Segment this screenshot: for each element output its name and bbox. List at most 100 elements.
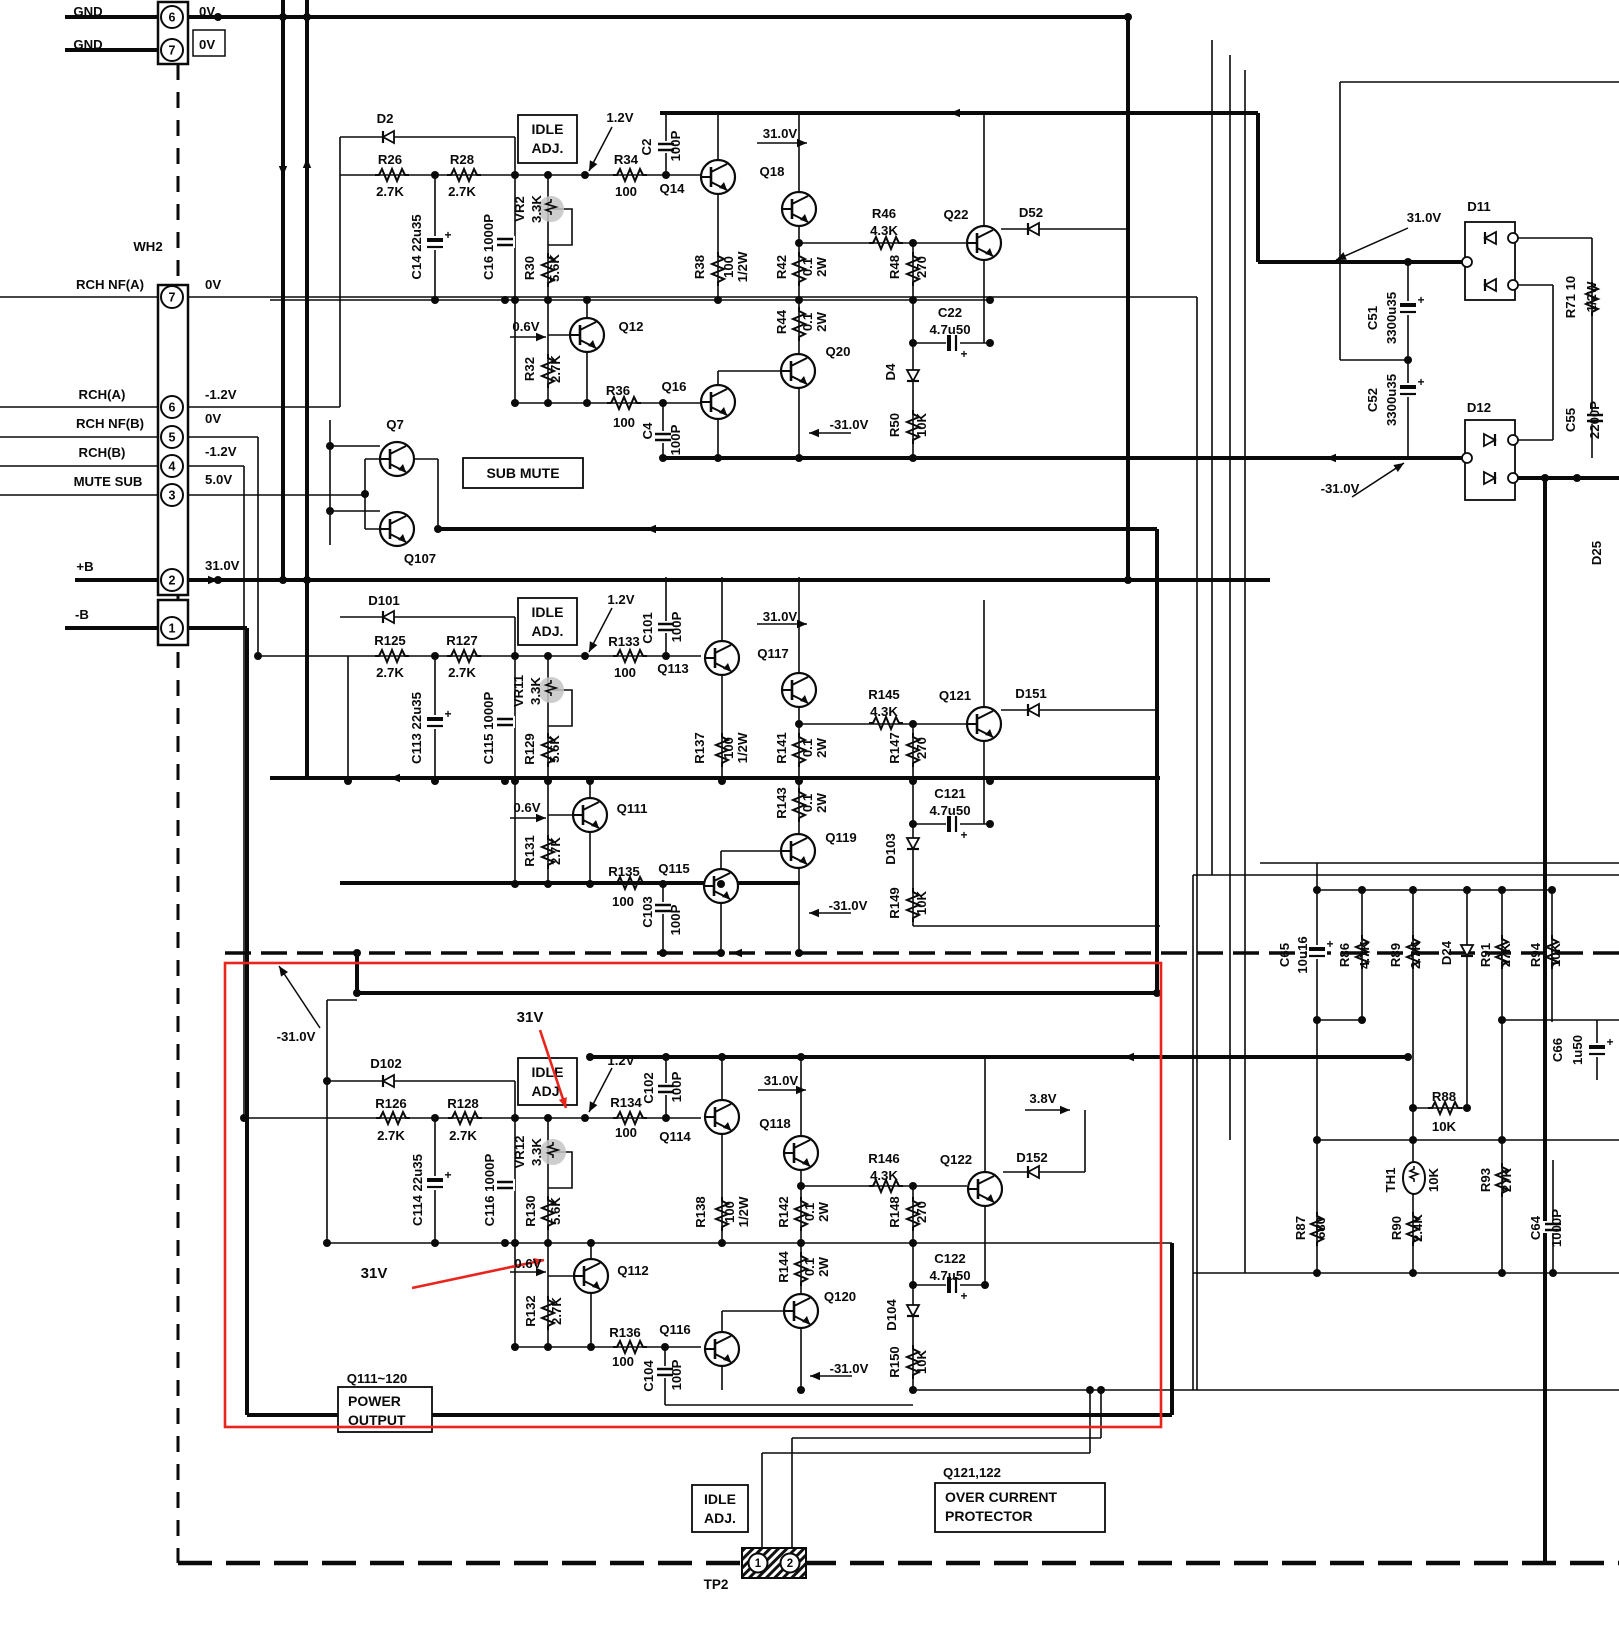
- label-q111-120: Q111~120: [347, 1371, 408, 1386]
- resistor-symbol: [376, 1109, 410, 1127]
- junction-dot: [581, 171, 589, 179]
- junction-dot: [326, 507, 334, 515]
- label-3300u35: 3300u35: [1384, 292, 1399, 344]
- label-31-0v: 31.0V: [764, 1073, 799, 1088]
- label-4-7u50: 4.7u50: [929, 1268, 970, 1283]
- junction-dot: [718, 777, 726, 785]
- pin-number: 7: [169, 291, 176, 305]
- voltage-arrow: [278, 158, 288, 176]
- junction-dot: [214, 13, 222, 21]
- junction-dot: [1409, 886, 1417, 894]
- red-annotation-arrow: [411, 1257, 545, 1290]
- junction-dot: [795, 720, 803, 728]
- label-2w: 2W: [814, 738, 829, 758]
- label-r137: R137: [692, 732, 707, 764]
- label-1-2v: 1.2V: [606, 110, 633, 125]
- label-0-6v: 0.6V: [514, 1256, 541, 1271]
- diode-icon: [1026, 702, 1040, 718]
- label-q112: Q112: [617, 1263, 649, 1278]
- label-270: 270: [914, 256, 929, 278]
- polar-capacitor-icon: +: [946, 1275, 968, 1303]
- label-c65: C65: [1277, 943, 1292, 967]
- label-c51: C51: [1365, 306, 1380, 330]
- resistor-symbol: [448, 1109, 482, 1127]
- junction-dot: [714, 454, 722, 462]
- junction-dot: [501, 296, 509, 304]
- label-r86: R86: [1337, 943, 1352, 967]
- junction-dot: [662, 652, 670, 660]
- capacitor-icon: [655, 1366, 675, 1378]
- idle-adj-box-2-text: ADJ.: [532, 623, 564, 639]
- junction-dot: [544, 1114, 552, 1122]
- pin-signal-label: -B: [75, 607, 89, 622]
- diode-icon: [381, 609, 395, 625]
- junction-dot: [662, 1114, 670, 1122]
- junction-dot: [1086, 1386, 1094, 1394]
- component-symbols: ++++++++++: [375, 129, 1614, 1379]
- label-r88: R88: [1432, 1089, 1456, 1104]
- label-c55: C55: [1563, 408, 1578, 432]
- junction-dot: [544, 652, 552, 660]
- transistor-symbol: [378, 440, 416, 478]
- resistor-symbol: [539, 253, 557, 287]
- junction-dot: [795, 454, 803, 462]
- resistor-symbol: [904, 733, 922, 767]
- label-31-0v: -31.0V: [277, 1029, 316, 1044]
- pin-number: 6: [169, 401, 176, 415]
- polar-capacitor-icon: +: [1398, 375, 1425, 397]
- pin-signal-label: MUTE SUB: [74, 474, 143, 489]
- label-r126: R126: [375, 1096, 407, 1111]
- label-5-6k: 5.6K: [547, 254, 562, 282]
- junction-dot: [909, 820, 917, 828]
- label-q12: Q12: [619, 319, 644, 334]
- junction-dot: [1124, 576, 1132, 584]
- voltage-arrow: [588, 126, 613, 172]
- transistor-symbol: [699, 158, 737, 196]
- diode-icon: [381, 1073, 395, 1089]
- package-pin: [1507, 279, 1519, 291]
- label-c121: C121: [934, 786, 966, 801]
- label-r145: R145: [868, 687, 900, 702]
- junction-dot: [1498, 1269, 1506, 1277]
- label-2-7k: 2.7K: [376, 184, 404, 199]
- transistor-symbol: [703, 639, 741, 677]
- junction-dot: [662, 1053, 670, 1061]
- voltage-arrow: [390, 773, 408, 783]
- red-annotations: [223, 961, 1163, 1429]
- pin-signal-label: GND: [73, 4, 102, 19]
- resistor-symbol: [613, 1109, 647, 1127]
- idle-adj-box-3-text: ADJ.: [532, 1083, 564, 1099]
- resistor-symbol: [904, 410, 922, 444]
- label-r90: R90: [1389, 1216, 1404, 1240]
- transistor-symbol: [779, 832, 817, 870]
- label-d101: D101: [368, 593, 400, 608]
- label-r127: R127: [446, 633, 478, 648]
- resistor-symbol: [792, 1197, 810, 1231]
- resistor-symbol: [613, 166, 647, 184]
- pin-signal-label: RCH NF(B): [76, 416, 144, 431]
- label-0-6v: 0.6V: [512, 319, 539, 334]
- junction-dot: [795, 296, 803, 304]
- junction-dot: [431, 296, 439, 304]
- label-27k: 27K: [1499, 1167, 1514, 1192]
- resistor-symbol: [790, 733, 808, 767]
- capacitor-icon: [495, 1179, 515, 1191]
- voltage-arrow: [1335, 227, 1409, 261]
- pin-signal-label: +B: [76, 559, 93, 574]
- junction-dot: [659, 949, 667, 957]
- resistor-symbol: [539, 1296, 557, 1330]
- voltage-arrow: [278, 965, 321, 1029]
- label-10k: 10K: [1432, 1119, 1457, 1134]
- label-31v: 31V: [361, 1265, 388, 1282]
- tp2-label: TP2: [704, 1577, 729, 1592]
- label-r134: R134: [610, 1095, 642, 1110]
- junction-dot: [544, 171, 552, 179]
- tp2-pin-1: [747, 1552, 769, 1574]
- label-r132: R132: [523, 1295, 538, 1327]
- resistor-symbol: [1308, 1212, 1326, 1246]
- junction-dot: [581, 1114, 589, 1122]
- resistor-symbol: [539, 1196, 557, 1230]
